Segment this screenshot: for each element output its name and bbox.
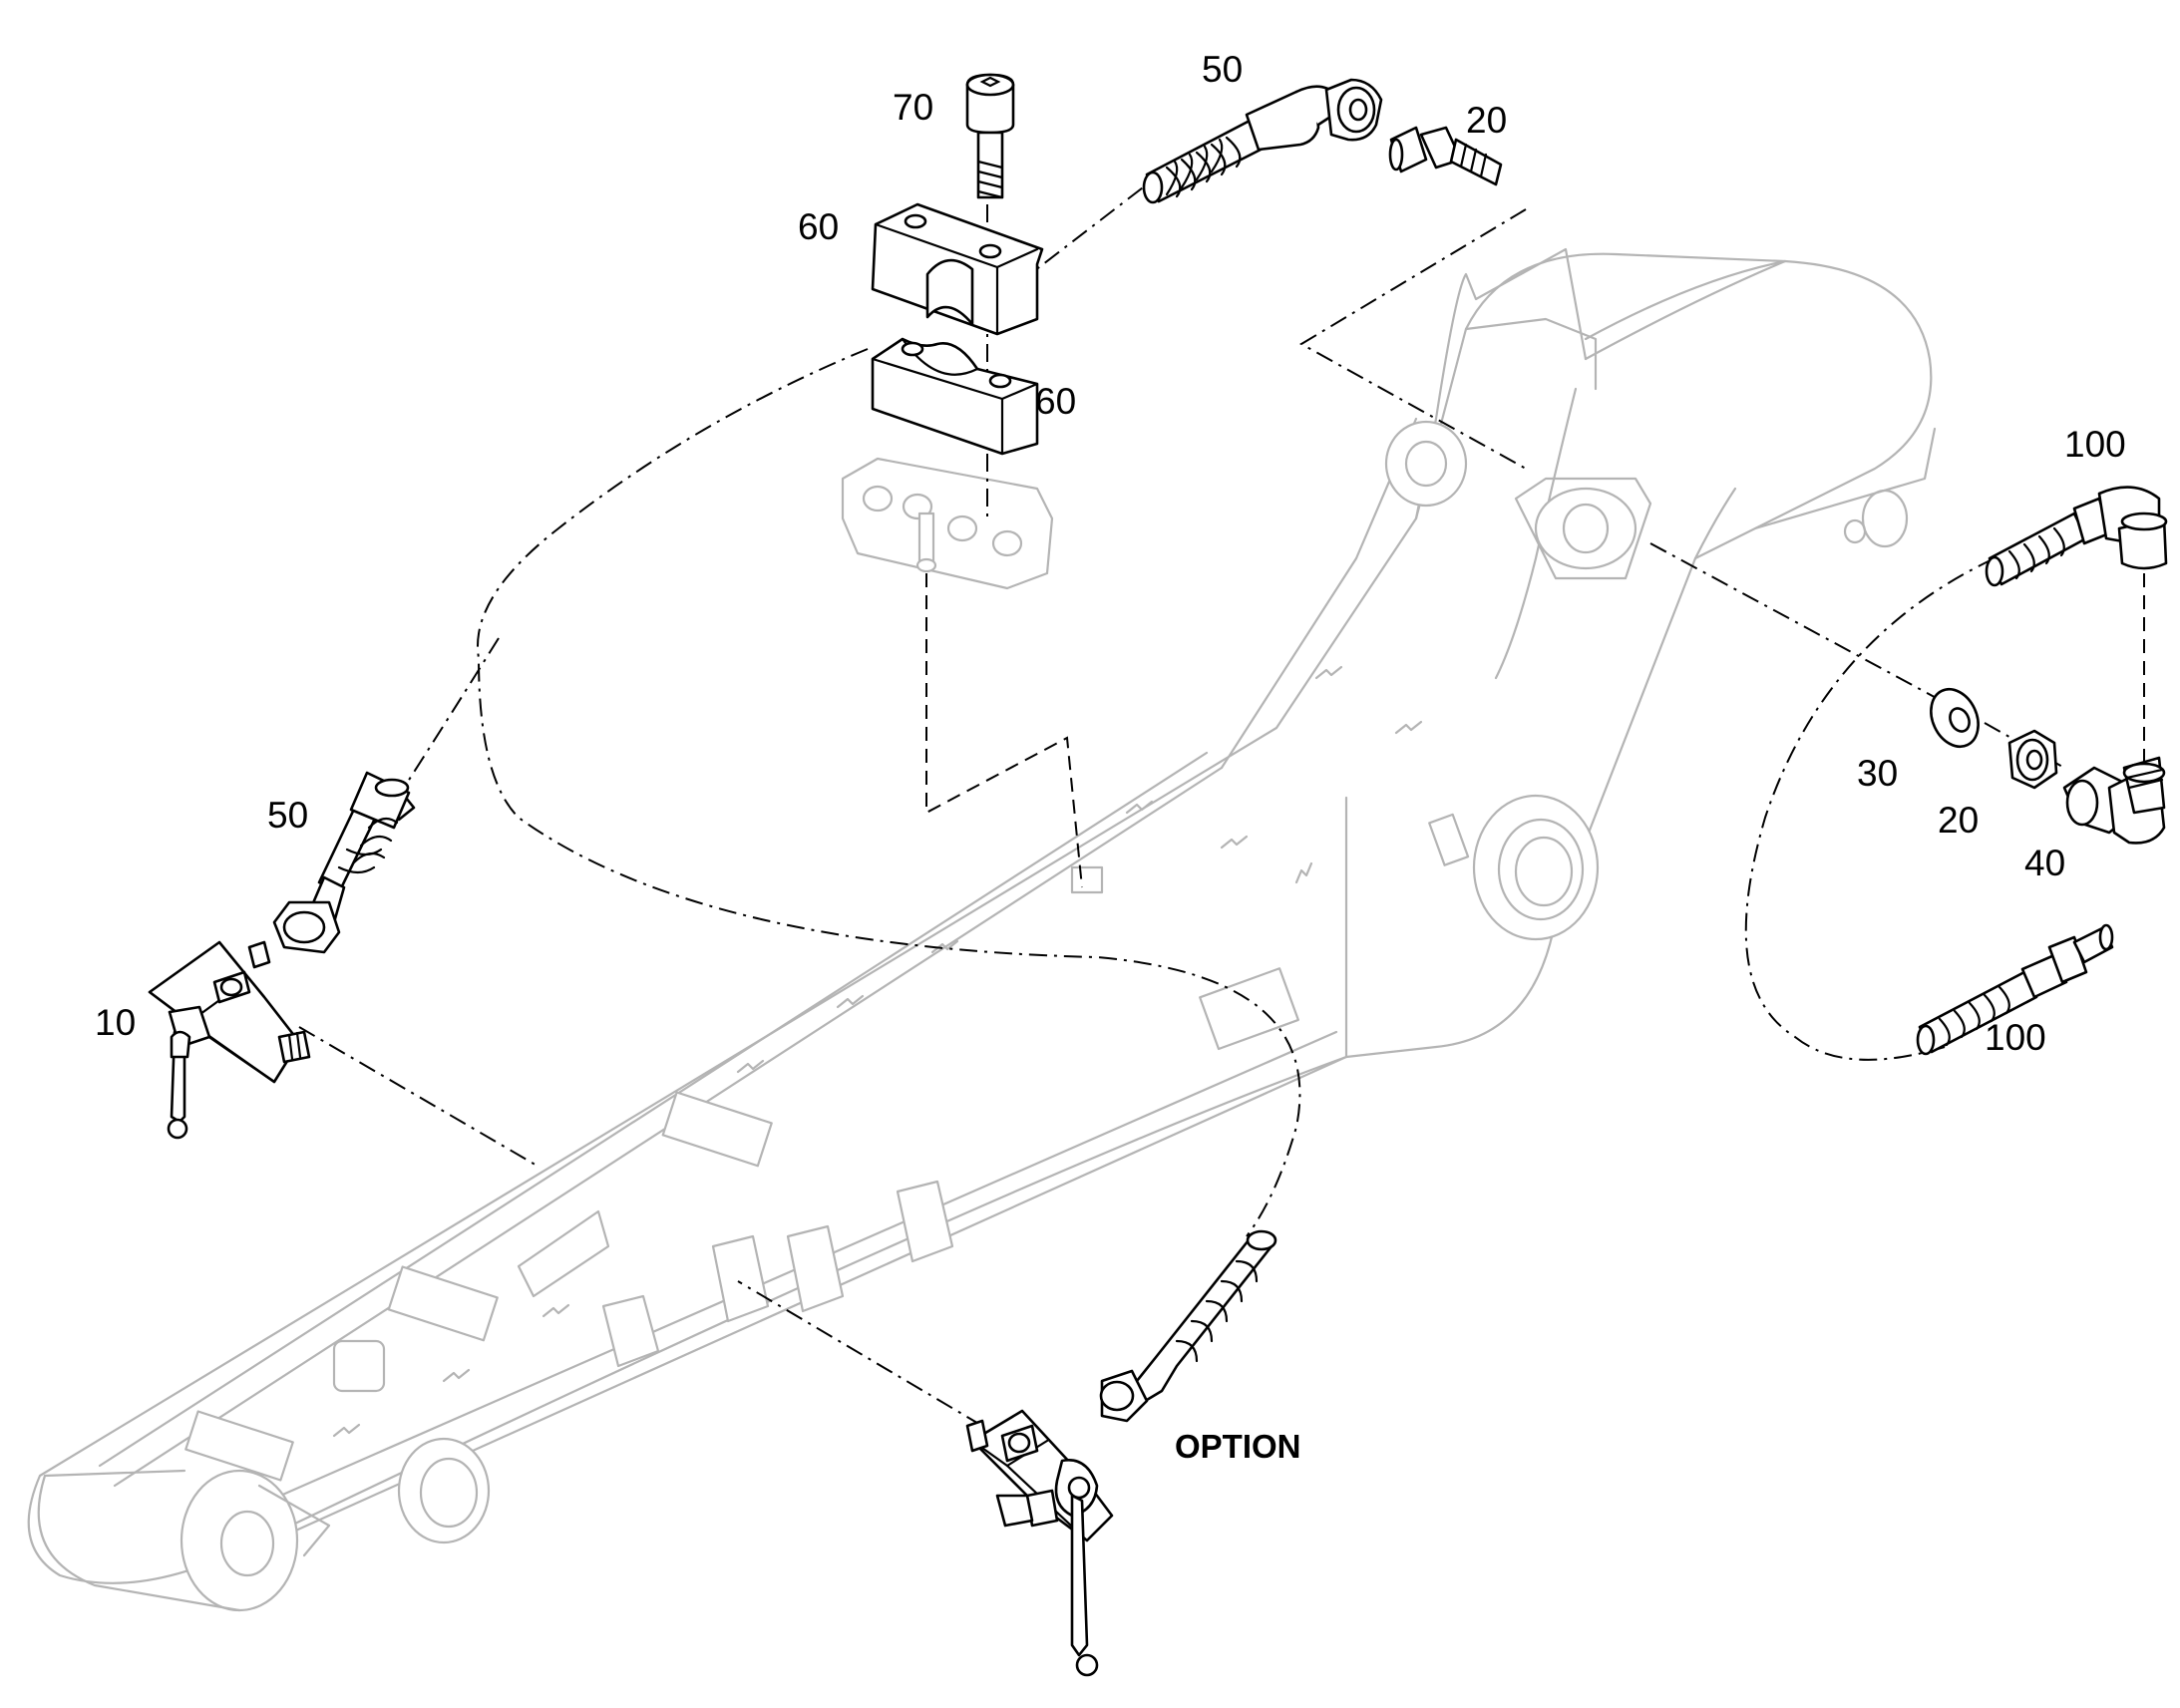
callout-20-right: 20 [1938, 800, 1979, 841]
lead-boom-to-30 [1649, 542, 1956, 709]
callout-100-bottom: 100 [1985, 1017, 2046, 1058]
bolt-70[interactable] [965, 73, 1015, 199]
callout-60-bottom: 60 [1035, 381, 1076, 422]
clamp-half-60-top[interactable] [871, 202, 1044, 336]
lead-20-to-boom [1299, 208, 1527, 470]
lead-option-to-boom [737, 1280, 983, 1427]
hose-50-top[interactable] [1142, 78, 1383, 204]
hose-50-left[interactable] [272, 771, 416, 954]
clamp-half-60-bottom[interactable] [871, 337, 1039, 456]
option-label: OPTION [1175, 1428, 1301, 1465]
lead-10-to-boom [298, 1026, 540, 1168]
callout-labels: 70 60 60 50 20 100 30 20 40 100 50 10 OP… [95, 49, 2126, 1465]
lead-clamp-base-to-boom [925, 573, 1083, 888]
valve-10[interactable] [148, 940, 311, 1140]
callout-10: 10 [95, 1002, 136, 1043]
lead-60-to-hose-50 [1016, 183, 1148, 285]
boom-structure [27, 247, 1937, 1612]
clamp-base-ghost [841, 457, 1054, 590]
hose-100-top[interactable] [1985, 486, 2168, 587]
lead-50-left [403, 637, 500, 789]
callout-30: 30 [1857, 753, 1898, 794]
callout-60-top: 60 [798, 206, 839, 247]
adapter-20-top[interactable] [1388, 126, 1503, 186]
assembly-leader-lines [298, 183, 2145, 1427]
lead-loop-left [477, 348, 1301, 1237]
callout-70: 70 [893, 87, 933, 128]
callout-50-left: 50 [267, 795, 308, 836]
lead-right-loop [1744, 557, 1996, 1061]
elbow-fitting-40[interactable] [2062, 756, 2166, 845]
callout-50-top: 50 [1202, 49, 1243, 90]
callout-100-top: 100 [2064, 424, 2126, 465]
callout-40: 40 [2024, 843, 2065, 883]
nut-20-right[interactable] [2007, 729, 2058, 790]
washer-30[interactable] [1922, 682, 1987, 755]
callout-20-top: 20 [1466, 100, 1507, 141]
hose-100-bottom[interactable] [1916, 923, 2114, 1056]
option-valve[interactable] [965, 1229, 1277, 1677]
